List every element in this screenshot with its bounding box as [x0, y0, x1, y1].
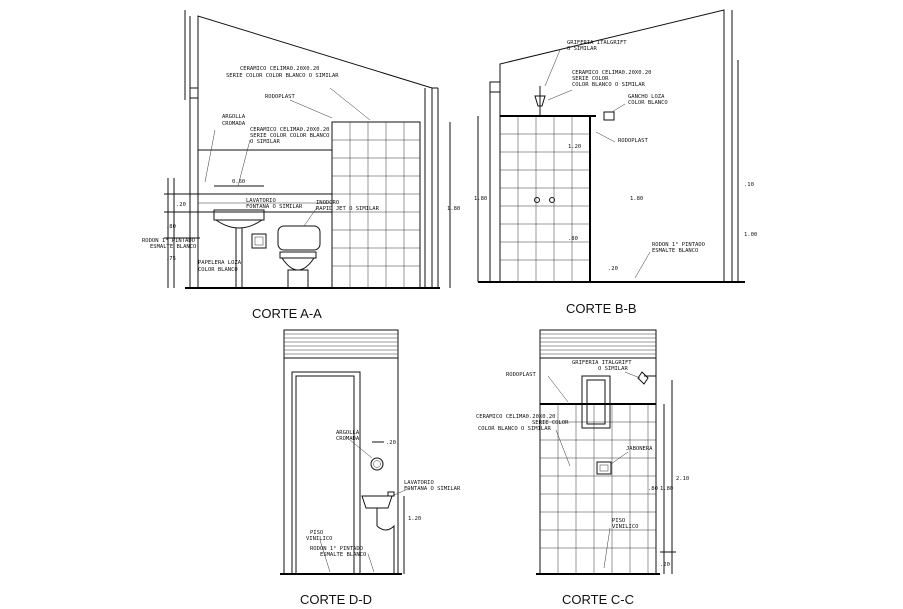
aa-dim-75: .75: [166, 256, 176, 262]
dd-dim-20: .20: [386, 440, 396, 446]
aa-note-rodoplast: RODOPLAST: [265, 94, 295, 100]
aa-paper-holder: [251, 233, 267, 249]
section-dd: 1.20 .20 ARGOLLA CROMADA LAVATORIO FONTA…: [280, 329, 461, 607]
dd-note-argolla-1: ARGOLLA: [336, 430, 360, 436]
dd-door-frame: [291, 371, 361, 575]
dd-note-piso-1: PISO: [310, 530, 323, 536]
cc-note-piso-1: PISO: [612, 518, 625, 524]
dd-roof-hatch: [284, 333, 398, 359]
section-cc: .80 1.80 2.10 .20 GRIFERIA ITALGRIFT O S…: [476, 329, 689, 607]
bb-note-rodon-1: RODON 1° PINTADO: [652, 242, 705, 248]
bb-dim-10: .10: [744, 182, 754, 188]
aa-note-inodoro-1: INODORO: [316, 200, 339, 206]
bb-note-gancho-2: COLOR BLANCO: [628, 100, 668, 106]
bb-valve-left: [534, 197, 540, 203]
cc-tile-wall: [539, 403, 657, 575]
aa-note-ceramico-b1: CERAMICO CELIMA0.20X0.20: [250, 127, 329, 133]
aa-title: CORTE A-A: [252, 306, 322, 321]
cc-shower-head: [637, 371, 656, 385]
cc-window: [581, 375, 611, 429]
bb-dim-100: 1.00: [744, 232, 757, 238]
cc-dim-80: .80: [648, 486, 658, 492]
cc-roof-hatch: [540, 333, 656, 359]
bb-tile-wall: [499, 115, 591, 283]
cc-title: CORTE C-C: [562, 592, 634, 607]
bb-hook: [603, 111, 615, 121]
cc-note-ceramico-2: SERIE COLOR: [532, 420, 569, 426]
dd-note-rodon-1: RODON 1° PINTADO: [310, 546, 363, 552]
bb-note-ceramico-3: COLOR BLANCO O SIMILAR: [572, 82, 646, 88]
aa-dim-20: .20: [176, 202, 186, 208]
aa-note-papelera-1: PAPELERA LOZA: [198, 260, 242, 266]
dd-towel-ring: [370, 457, 384, 471]
aa-dim-80: .80: [166, 224, 176, 230]
dd-note-piso-2: VINILICO: [306, 536, 333, 542]
dd-note-lavatorio-2: FONTANA O SIMILAR: [404, 486, 461, 492]
bb-dim-120: 1.20: [568, 144, 581, 150]
aa-note-ceramico-b3: O SIMILAR: [250, 139, 280, 145]
dd-title: CORTE D-D: [300, 592, 372, 607]
dd-note-argolla-2: CROMADA: [336, 436, 360, 442]
cc-note-rodoplast: RODOPLAST: [506, 372, 536, 378]
aa-note-inodoro-2: RAPID JET O SIMILAR: [316, 206, 380, 212]
aa-note-ceramico-b2: SERIE COLOR COLOR BLANCO: [250, 133, 329, 139]
cc-note-ceramico-1: CERAMICO CELIMA0.20X0.20: [476, 414, 555, 420]
dd-door-leaf: [295, 375, 355, 575]
bb-dim-20: .20: [608, 266, 618, 272]
cc-note-ceramico-3: COLOR BLANCO O SIMILAR: [478, 426, 552, 432]
section-aa: .20 .80 .75 0.60 1.80 CERAMICO CELIMA0.2…: [142, 10, 460, 321]
cc-note-griferia-2: O SIMILAR: [598, 366, 628, 372]
section-bb: 1.80 1.20 .80 .20 1.80 .10 1.00 GRIFERIA…: [474, 9, 757, 316]
cc-note-piso-2: VINILICO: [612, 524, 639, 530]
bb-title: CORTE B-B: [566, 301, 637, 316]
dd-outline: [283, 329, 399, 575]
cc-dim-20: .20: [660, 562, 670, 568]
aa-note-argolla-2: CROMADA: [222, 121, 246, 127]
bb-dim-180b: 1.80: [630, 196, 643, 202]
bb-note-griferia-1: GRIFERIA ITALGRIFT: [567, 40, 627, 46]
aa-note-argolla-1: ARGOLLA: [222, 114, 246, 120]
cc-soap-dish: [596, 461, 612, 475]
aa-sink: [213, 209, 265, 288]
aa-tile-wall: [331, 121, 421, 289]
aa-dim-60: 0.60: [232, 179, 245, 185]
bb-dim-180a: 1.80: [474, 196, 487, 202]
cc-note-griferia-1: GRIFERIA ITALGRIFT: [572, 360, 632, 366]
cc-dim-210: 2.10: [676, 476, 689, 482]
aa-dim-180: 1.80: [447, 206, 460, 212]
dd-sink: [361, 491, 395, 574]
aa-toilet: [277, 225, 321, 289]
bb-note-ceramico-1: CERAMICO CELIMA0.20X0.20: [572, 70, 651, 76]
dd-note-lavatorio-1: LAVATORIO: [404, 480, 434, 486]
bb-shower-head: [534, 86, 546, 116]
bb-note-ceramico-2: SERIE COLOR: [572, 76, 609, 82]
aa-note-rodon-1: RODON 1° PINTADO: [142, 238, 195, 244]
bb-dim-80: .80: [568, 236, 578, 242]
aa-note-lavatorio-1: LAVATORIO: [246, 198, 276, 204]
cc-dim-180: 1.80: [660, 486, 673, 492]
bb-valve-right: [549, 197, 555, 203]
aa-outline: [197, 15, 433, 288]
aa-note-rodon-2: ESMALTE BLANCO: [150, 244, 196, 250]
bb-note-griferia-2: O SIMILAR: [567, 46, 597, 52]
dd-dim-120: 1.20: [408, 516, 421, 522]
cc-note-jabonera: JABONERA: [626, 446, 653, 452]
bb-note-rodon-2: ESMALTE BLANCO: [652, 248, 698, 254]
bb-note-gancho-1: GANCHO LOZA: [628, 94, 665, 100]
aa-note-lavatorio-2: FONTANA O SIMILAR: [246, 204, 303, 210]
aa-note-ceramico-1: CERAMICO CELIMA0.20X0.20: [240, 66, 319, 72]
bb-note-rodoplast: RODOPLAST: [618, 138, 648, 144]
aa-note-papelera-2: COLOR BLANCO: [198, 267, 238, 273]
dd-note-rodon-2: ESMALTE BLANCO: [320, 552, 366, 558]
aa-note-ceramico-2: SERIE COLOR COLOR BLANCO O SIMILAR: [226, 73, 339, 79]
